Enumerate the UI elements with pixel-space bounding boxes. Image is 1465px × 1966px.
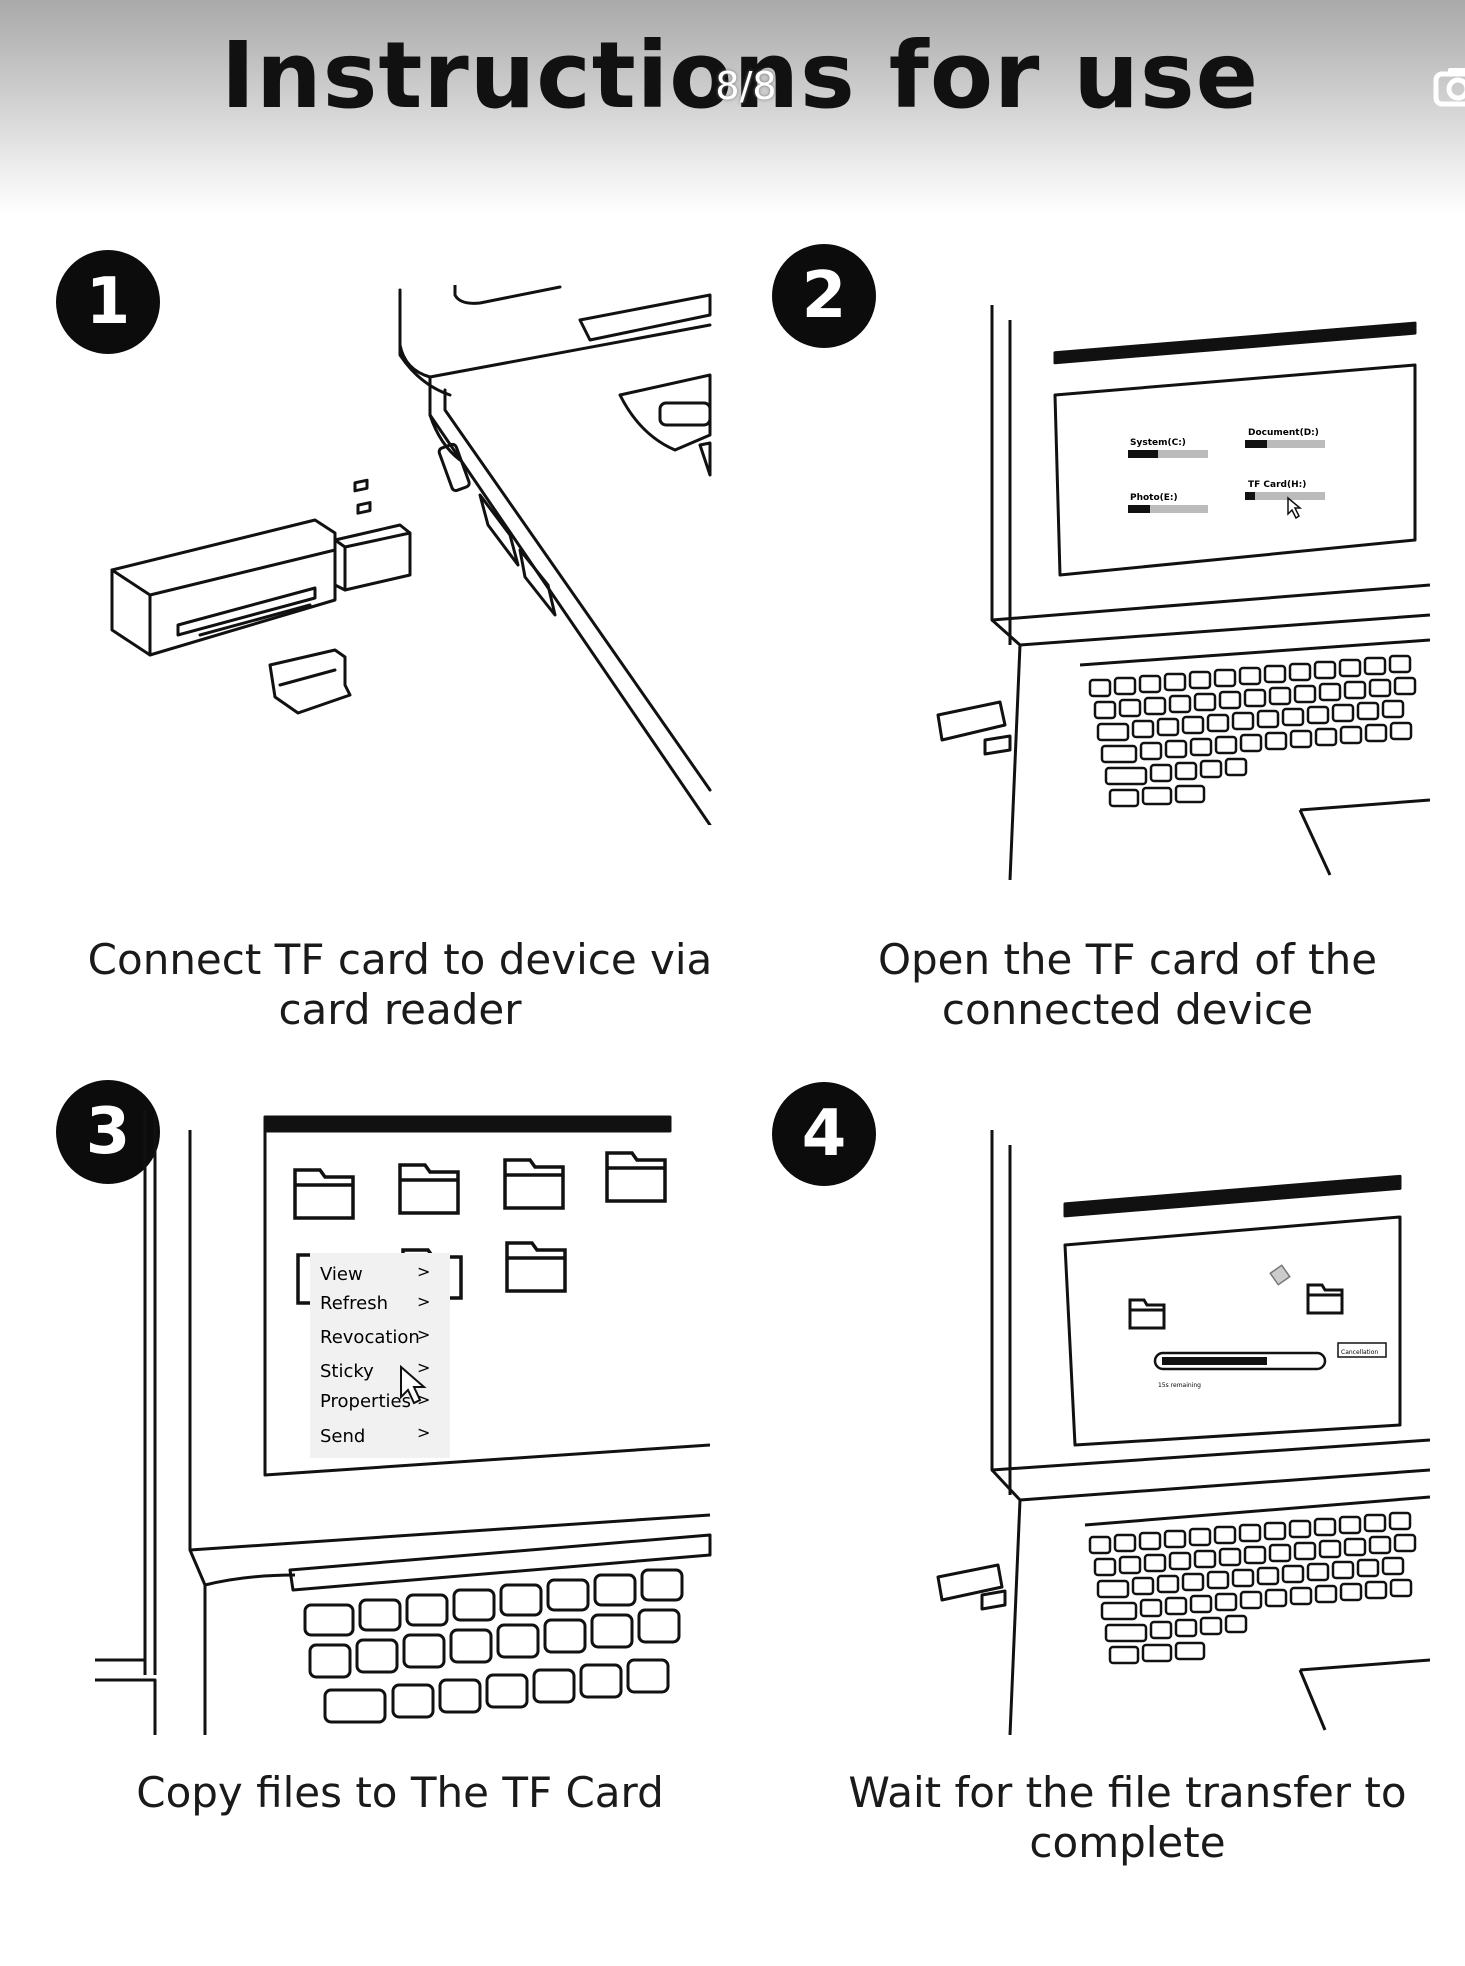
step-4-caption: Wait for the file transfer to complete bbox=[848, 1768, 1407, 1867]
drive-label-tf-card: TF Card(H:) bbox=[1248, 480, 1306, 490]
menu-item-send: Send bbox=[320, 1426, 365, 1447]
camera-icon[interactable] bbox=[1432, 62, 1465, 112]
step-1-caption: Connect TF card to device via card reade… bbox=[87, 935, 713, 1034]
remaining-time: 15s remaining bbox=[1158, 1382, 1201, 1389]
step-3-caption: Copy files to The TF Card bbox=[136, 1768, 664, 1817]
folder-icon bbox=[1306, 1283, 1344, 1315]
laptop-drives-illustration: System(C:) Document(D:) Photo(E:) TF Car… bbox=[936, 305, 1430, 880]
header-bar bbox=[0, 0, 1465, 215]
menu-item-revocation: Revocation bbox=[320, 1327, 420, 1348]
step-4-badge: 4 bbox=[772, 1082, 876, 1186]
folder-icon bbox=[1128, 1298, 1166, 1330]
mouse-pointer-icon bbox=[400, 1364, 427, 1405]
step-1-badge: 1 bbox=[56, 250, 160, 354]
copy-files-illustration: View> Refresh> Revocation> Sticky> Prope… bbox=[95, 1110, 712, 1735]
step-2-caption: Open the TF card of the connected device bbox=[877, 935, 1378, 1034]
step-2-badge: 2 bbox=[772, 244, 876, 348]
page-title: Instructions for use bbox=[220, 22, 1260, 129]
drive-label-document: Document(D:) bbox=[1248, 428, 1319, 438]
svg-text:>: > bbox=[417, 1292, 430, 1311]
menu-item-refresh: Refresh bbox=[320, 1293, 388, 1314]
menu-item-properties: Properties bbox=[320, 1391, 411, 1412]
svg-text:>: > bbox=[417, 1325, 430, 1344]
menu-item-sticky: Sticky bbox=[320, 1361, 374, 1382]
svg-text:>: > bbox=[417, 1358, 430, 1377]
sd-card-icon bbox=[1269, 1264, 1291, 1286]
drive-label-system: System(C:) bbox=[1130, 438, 1186, 448]
drive-label-photo: Photo(E:) bbox=[1130, 493, 1178, 503]
svg-text:>: > bbox=[417, 1390, 430, 1409]
mouse-pointer-icon bbox=[1287, 496, 1303, 520]
svg-text:>: > bbox=[417, 1262, 430, 1281]
file-transfer-illustration: Cancellation 15s remaining bbox=[936, 1130, 1430, 1735]
svg-text:>: > bbox=[417, 1423, 430, 1442]
image-counter: 8/8 bbox=[715, 64, 777, 108]
cancel-button-label: Cancellation bbox=[1341, 1349, 1378, 1356]
card-reader-illustration bbox=[110, 285, 712, 825]
step-3-badge: 3 bbox=[56, 1080, 160, 1184]
menu-item-view: View bbox=[320, 1264, 363, 1285]
